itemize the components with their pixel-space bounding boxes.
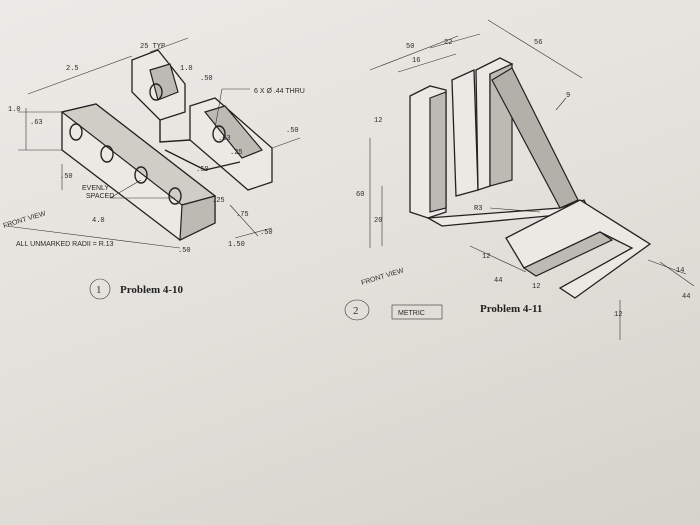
holes-note: 6 X Ø .44 THRU (254, 88, 305, 95)
dim-20: 20 (374, 217, 382, 225)
circled-number-1 (89, 278, 111, 300)
dim-line-22 (429, 33, 481, 49)
dim-50-top: .50 (200, 75, 213, 83)
dim-1-50: 1.50 (228, 241, 245, 249)
dim-63-slot: .63 (218, 135, 231, 143)
problem-4-10-labels: 25 TYP 2.5 1.0 .50 1.0 .63 6 X Ø .44 THR… (3, 43, 305, 300)
hole-2 (100, 145, 114, 163)
leader-holes2 (214, 88, 223, 129)
hole-1 (69, 123, 83, 141)
caption-problem-4-10: Problem 4-10 (120, 284, 184, 296)
dim-16: 16 (412, 57, 420, 65)
dim-2-5: 2.5 (66, 65, 79, 73)
dim-line-44-b (659, 261, 695, 287)
front-view-label-1: FRONT VIEW (3, 210, 47, 230)
dim-12-c: 12 (614, 311, 622, 319)
dim-44-a: 44 (494, 277, 502, 285)
dim-44-b: 44 (682, 293, 690, 301)
metric-box (391, 304, 443, 320)
problem-4-11-labels: 50 16 22 56 9 12 60 20 R3 12 44 12 14 44… (344, 39, 690, 321)
dim-50: 50 (406, 43, 414, 51)
dim-63-left: .63 (30, 119, 43, 127)
left-upright-shade (149, 63, 179, 101)
u-left-wall (451, 69, 479, 197)
slot-floor (164, 149, 241, 171)
caption-problem-4-11: Problem 4-11 (480, 303, 542, 315)
dim-line-4-0 (5, 225, 181, 249)
base-plate-end (179, 195, 216, 241)
dim-50-right: .50 (286, 127, 299, 135)
dim-line-typ (149, 37, 189, 53)
dim-25-typ: 25 TYP (140, 43, 165, 51)
dim-12-b: 12 (532, 283, 540, 291)
radii-note: ALL UNMARKED RADII = R.13 (16, 241, 114, 248)
dim-line-75 (229, 204, 259, 237)
dim-50-bottom: .50 (178, 247, 191, 255)
dim-line-50-right (271, 137, 301, 149)
dim-50-low-right: .50 (260, 229, 273, 237)
dim-4-0: 4.0 (92, 217, 105, 225)
dim-12-a: 12 (482, 253, 490, 261)
dim-9: 9 (566, 92, 570, 100)
metric-label: METRIC (398, 310, 425, 317)
dim-25-slot: .25 (230, 149, 243, 157)
dim-line-16 (397, 53, 457, 73)
leader-r3 (489, 207, 541, 213)
problem-4-11-drawing (369, 19, 695, 340)
leader-spaced-1 (109, 179, 142, 199)
dim-line-9 (555, 97, 567, 111)
dim-12-left: 12 (374, 117, 382, 125)
dim-25-low: .25 (212, 197, 225, 205)
dim-line-56 (487, 19, 583, 79)
dim-56: 56 (534, 39, 542, 47)
triangular-rib (491, 67, 579, 209)
dim-r3: R3 (474, 205, 482, 213)
circled-number-2 (344, 299, 370, 321)
dim-1-0-top: 1.0 (180, 65, 193, 73)
dim-50-left: .50 (60, 173, 73, 181)
front-view-label-2: FRONT VIEW (361, 267, 405, 287)
dim-75: .75 (236, 211, 249, 219)
foot-shade (522, 231, 614, 277)
dim-line-14 (647, 259, 687, 275)
dim-50-slot: .50 (196, 166, 209, 174)
left-post-side (429, 91, 447, 213)
evenly-label: EVENLY (82, 185, 109, 192)
hole-5 (149, 83, 163, 101)
slot-edge (159, 120, 191, 143)
dim-line-1-50 (234, 227, 273, 239)
circled-number-1-text: 1 (96, 284, 102, 296)
problem-4-10-drawing (5, 37, 301, 249)
circled-number-2-text: 2 (353, 305, 359, 317)
spaced-label: SPACED (86, 193, 114, 200)
dim-line-2-5 (27, 55, 133, 95)
dim-22: 22 (444, 39, 452, 47)
dim-14: 14 (676, 267, 684, 275)
dim-line-50 (369, 35, 459, 71)
hole-3 (134, 166, 148, 184)
dim-1-0-left: 1.0 (8, 106, 21, 114)
dim-60: 60 (356, 191, 364, 199)
hole-4 (168, 187, 182, 205)
hole-6 (212, 125, 226, 143)
dim-line-44-a (469, 245, 527, 273)
